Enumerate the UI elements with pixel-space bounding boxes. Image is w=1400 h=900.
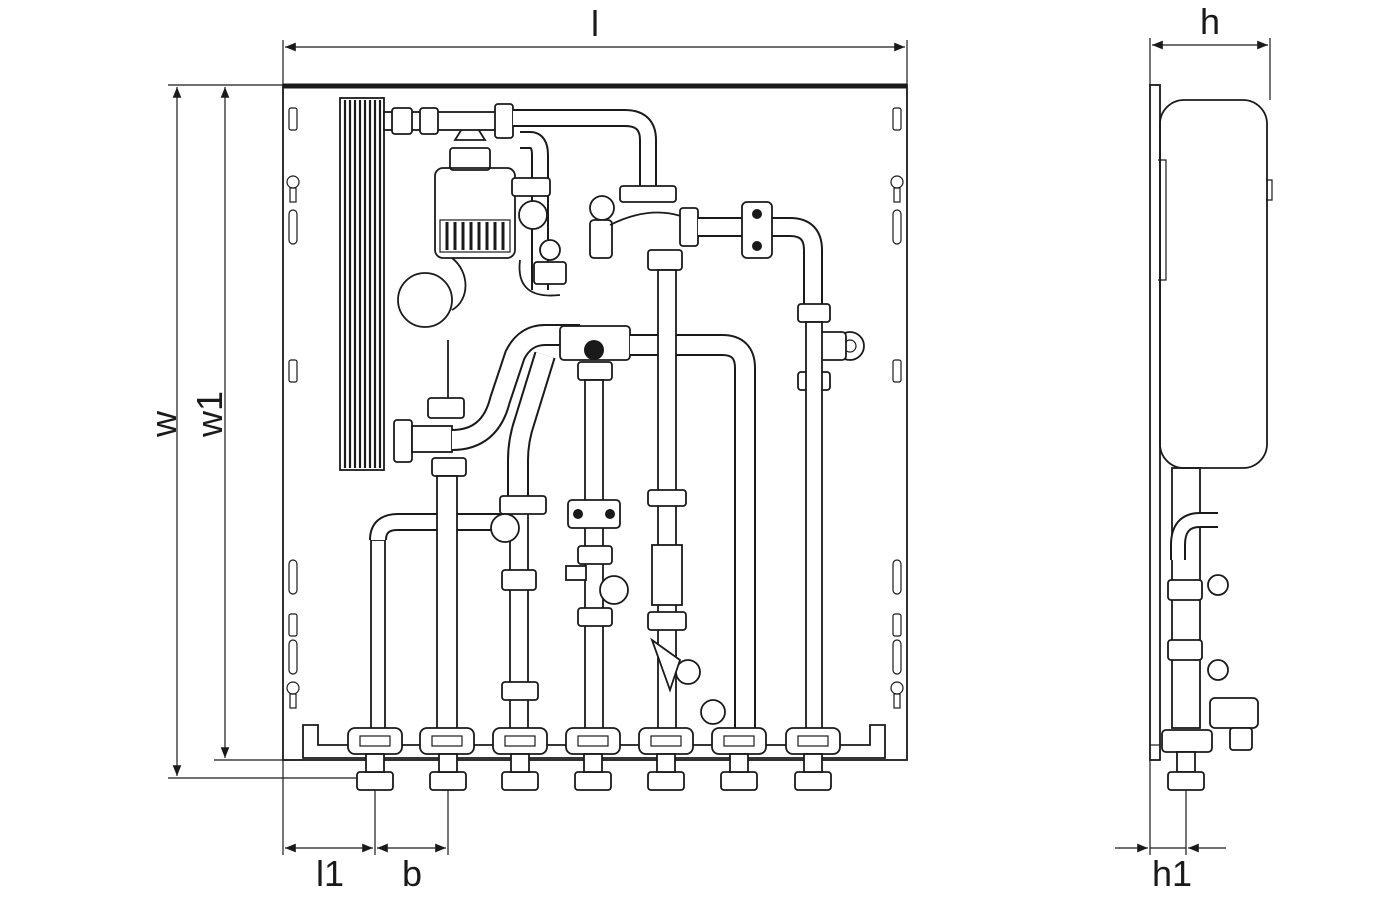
dim-label-height: h xyxy=(1200,1,1220,42)
front-view xyxy=(282,83,908,791)
outlet-4 xyxy=(565,727,621,791)
dim-label-width-inner: w1 xyxy=(189,391,230,438)
upper-pipes xyxy=(383,103,823,310)
outlet-3 xyxy=(492,727,548,791)
dim-label-offset-left: l1 xyxy=(316,853,344,894)
side-view xyxy=(1149,84,1273,791)
mounting-slots xyxy=(288,107,902,675)
side-back-panel xyxy=(1149,84,1161,761)
dim-label-height-offset: h1 xyxy=(1152,853,1192,894)
exchanger-connections xyxy=(393,324,580,500)
outlet-2 xyxy=(419,727,475,791)
dim-label-length: l xyxy=(591,3,599,44)
side-dimensions: h h1 xyxy=(1115,1,1271,894)
vertical-risers xyxy=(369,269,823,731)
outlet-1 xyxy=(347,727,403,791)
outlet-5 xyxy=(638,727,694,791)
bottom-rail xyxy=(302,724,886,759)
outlet-7 xyxy=(785,727,841,791)
outlet-connectors xyxy=(347,727,841,791)
keyhole-slots xyxy=(286,175,904,709)
side-exchanger-body xyxy=(1159,99,1268,469)
dim-label-spacing: b xyxy=(402,853,422,894)
front-dimensions: l w w1 l1 b xyxy=(143,3,908,894)
outlet-6 xyxy=(711,727,767,791)
circulation-pump xyxy=(397,114,516,328)
plate-heat-exchanger xyxy=(339,97,385,471)
dim-label-width: w xyxy=(143,410,184,438)
